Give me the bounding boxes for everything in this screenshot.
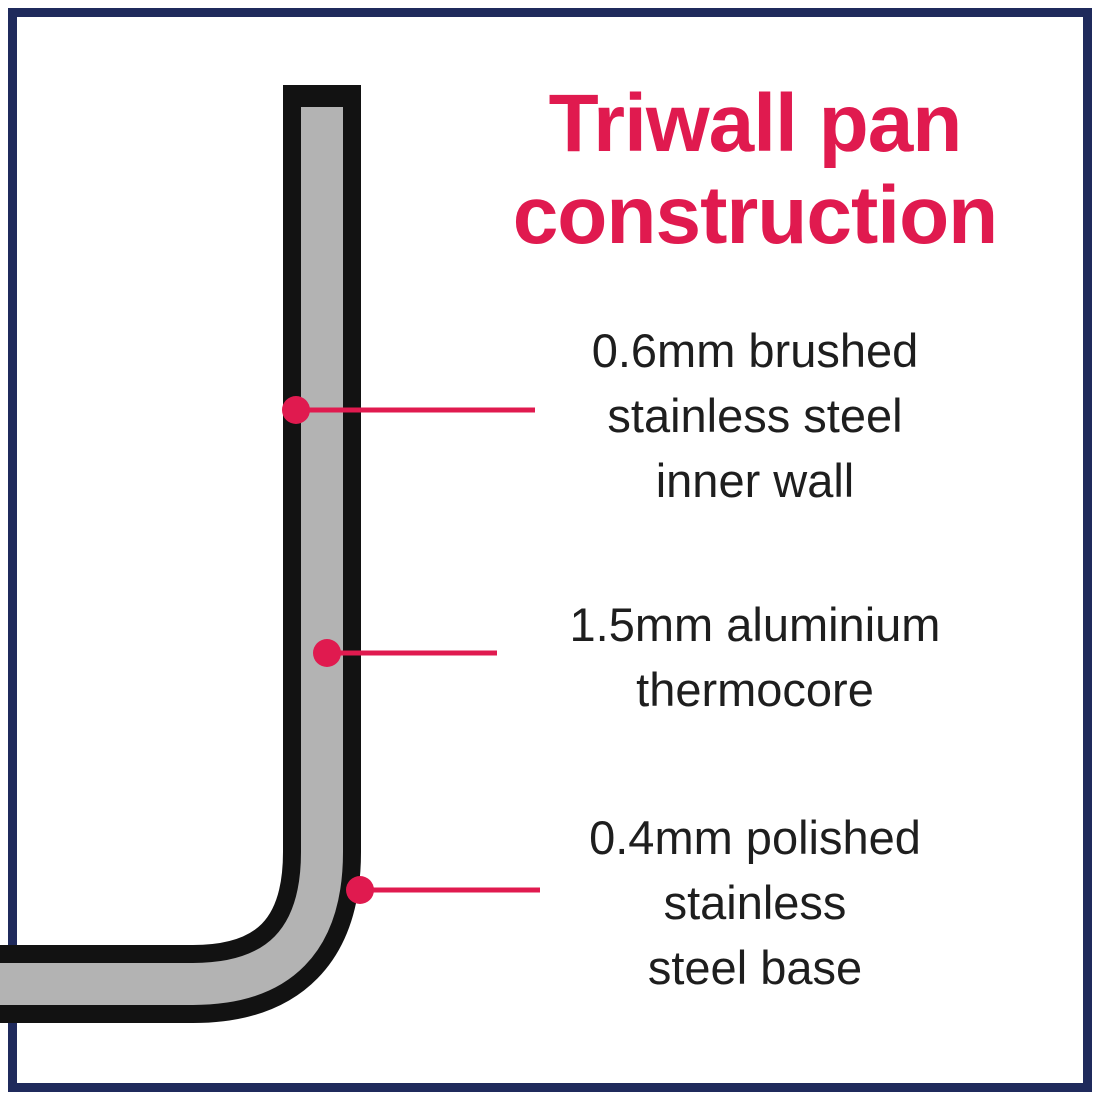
label-line: 1.5mm aluminium [569,598,941,651]
label-line: thermocore [636,663,874,716]
title-line-1: Triwall pan [548,78,963,169]
layer-dot-base [346,876,374,904]
pan-wall-outline [0,85,361,1023]
layer-dot-thermocore [313,639,341,667]
label-line: steel base [647,941,863,994]
label-line: inner wall [655,454,855,507]
layer-dot-inner-wall [282,396,310,424]
label-thermocore: 1.5mm aluminium thermocore [455,592,1055,722]
label-line: stainless [663,876,847,929]
title-line-2: construction [512,170,999,261]
label-line: stainless steel [607,389,903,442]
label-inner-wall: 0.6mm brushed stainless steel inner wall [455,318,1055,513]
border-frame [8,8,1092,1092]
pan-wall-core [0,107,343,1005]
label-line: 0.4mm polished [589,811,921,864]
diagram-title: Triwall pan construction [450,78,1060,262]
label-line: 0.6mm brushed [591,324,919,377]
label-base: 0.4mm polished stainless steel base [455,805,1055,1000]
